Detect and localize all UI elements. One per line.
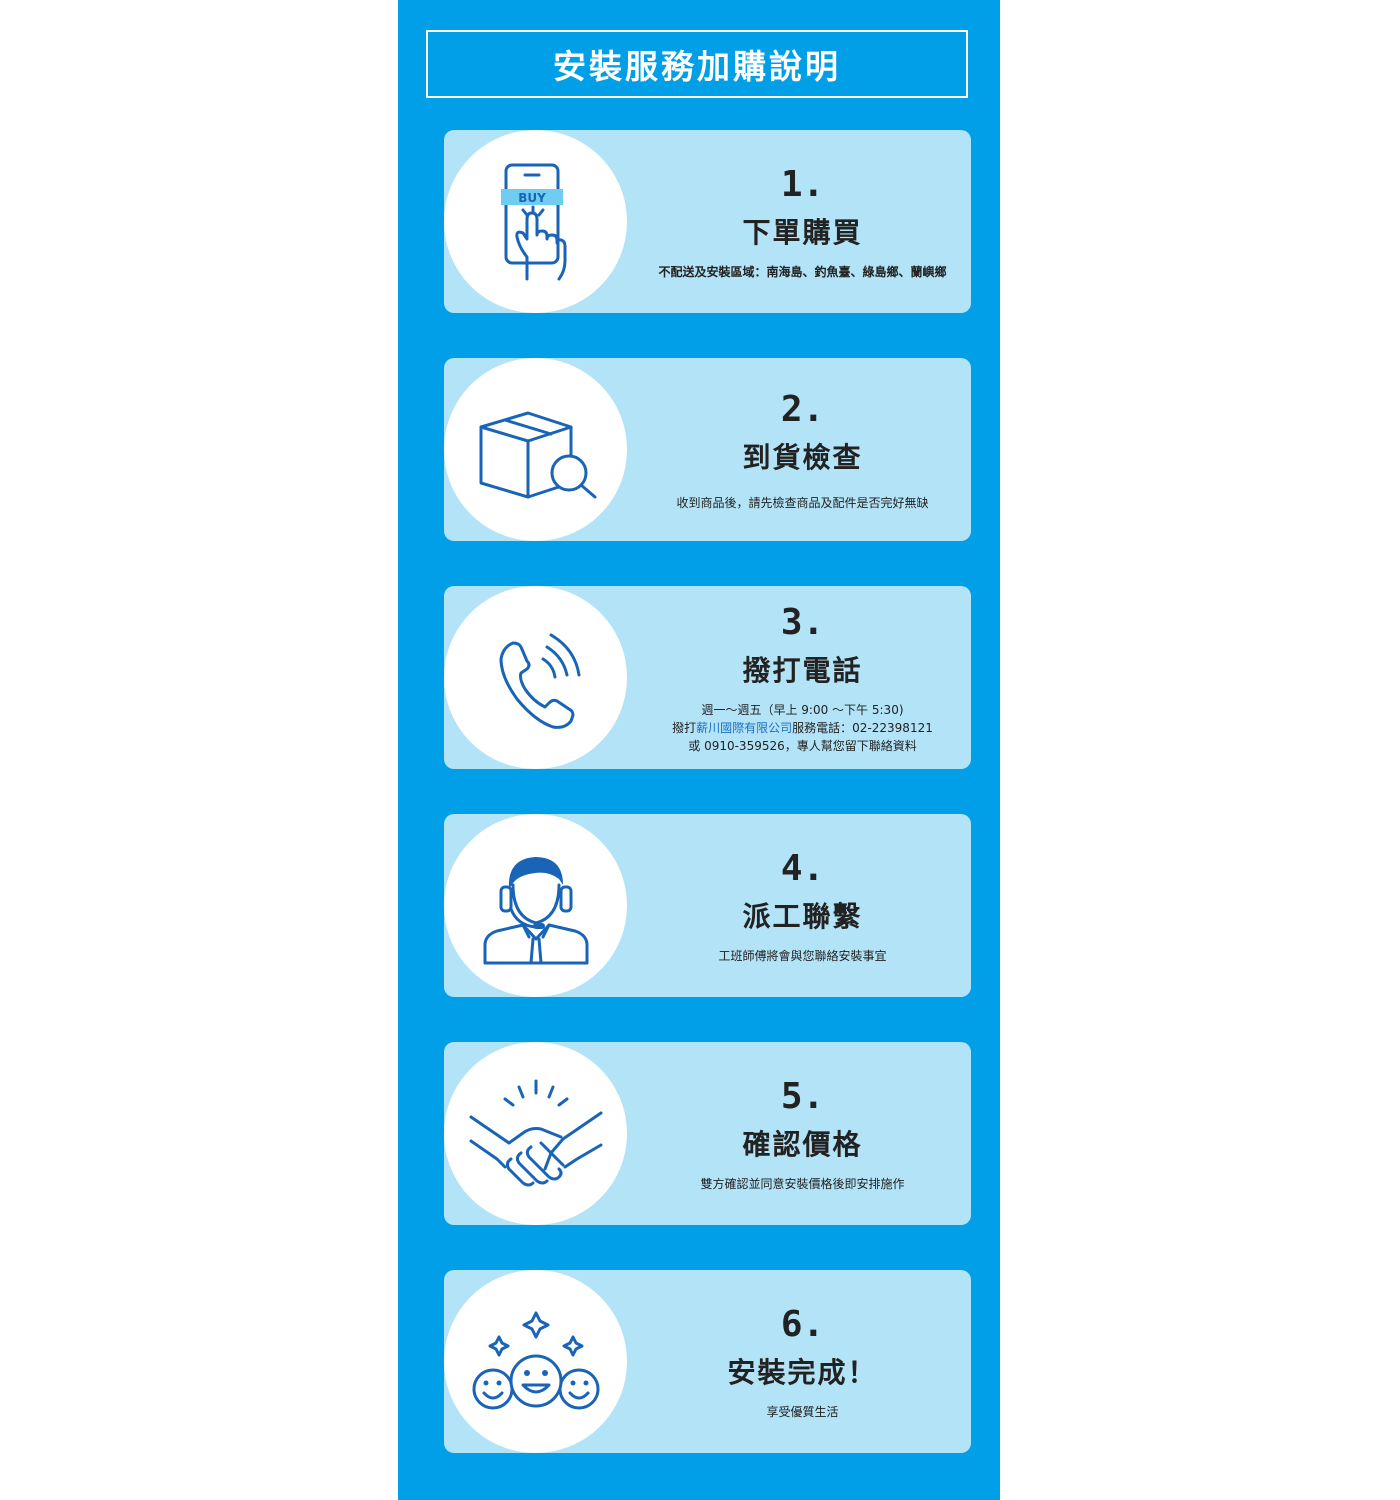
step-number: 4. [780,847,825,889]
step-title: 安裝完成！ [727,1355,878,1389]
step-description: 雙方確認並同意安裝價格後即安排施作 [700,1176,905,1191]
company-name: 薪川國際有限公司 [696,720,793,735]
step-number: 5. [780,1075,825,1117]
step-card-2: 2. 到貨檢查 收到商品後，請先檢查商品及配件是否完好無缺 [444,358,971,541]
step-icon-circle [444,1270,627,1453]
phone-buy-icon: BUY [500,163,566,280]
guide-panel: 安裝服務加購說明 BUY 1. 下單購買 不配送及安裝區域：南海島、釣魚臺、綠島… [398,0,1000,1500]
step-card-3: 3. 撥打電話 週一～週五（早上 9:00 ～下午 5:30) 撥打薪川國際有限… [444,586,971,769]
step-title: 撥打電話 [742,653,863,687]
box-inspect-icon [479,411,596,498]
step-text: 1. 下單購買 不配送及安裝區域：南海島、釣魚臺、綠島鄉、蘭嶼鄉 [634,130,971,313]
step-number: 2. [780,388,825,430]
step-text: 4. 派工聯繫 工班師傅將會與您聯絡安裝事宜 [634,814,971,997]
step-title: 下單購買 [742,215,863,249]
happy-faces-icon [472,1311,599,1409]
step-text: 3. 撥打電話 週一～週五（早上 9:00 ～下午 5:30) 撥打薪川國際有限… [634,586,971,769]
support-agent-icon [483,856,588,964]
step-icon-circle [444,358,627,541]
desc-line-hours: 週一～週五（早上 9:00 ～下午 5:30) [701,702,904,717]
step-icon-circle [444,586,627,769]
phone-call-icon [499,633,580,729]
step-card-1: BUY 1. 下單購買 不配送及安裝區域：南海島、釣魚臺、綠島鄉、蘭嶼鄉 [444,130,971,313]
step-card-6: 6. 安裝完成！ 享受優質生活 [444,1270,971,1453]
step-number: 1. [780,163,825,205]
step-description: 收到商品後，請先檢查商品及配件是否完好無缺 [676,495,929,510]
desc-line-phone: 撥打薪川國際有限公司服務電話：02-22398121 [672,719,933,737]
step-description: 不配送及安裝區域：南海島、釣魚臺、綠島鄉、蘭嶼鄉 [658,264,947,279]
desc-text: 服務電話：02-22398121 [792,720,933,735]
step-icon-circle [444,814,627,997]
step-text: 2. 到貨檢查 收到商品後，請先檢查商品及配件是否完好無缺 [634,358,971,541]
desc-line-mobile: 或 0910-359526，專人幫您留下聯絡資料 [688,738,917,753]
step-title: 派工聯繫 [742,899,863,933]
step-title: 到貨檢查 [742,440,863,474]
step-description: 享受優質生活 [766,1404,839,1419]
handshake-icon [469,1079,602,1186]
step-card-4: 4. 派工聯繫 工班師傅將會與您聯絡安裝事宜 [444,814,971,997]
step-icon-circle: BUY [444,130,627,313]
step-text: 5. 確認價格 雙方確認並同意安裝價格後即安排施作 [634,1042,971,1225]
step-number: 3. [780,601,825,643]
title-banner: 安裝服務加購說明 [426,30,968,98]
step-icon-circle [444,1042,627,1225]
buy-label: BUY [518,191,546,205]
desc-text: 撥打 [672,720,697,735]
step-description: 工班師傅將會與您聯絡安裝事宜 [718,948,887,963]
step-description: 週一～週五（早上 9:00 ～下午 5:30) 撥打薪川國際有限公司服務電話：0… [672,701,933,755]
step-text: 6. 安裝完成！ 享受優質生活 [634,1270,971,1453]
step-title: 確認價格 [742,1127,863,1161]
page-title: 安裝服務加購說明 [553,47,841,86]
step-number: 6. [780,1303,825,1345]
step-card-5: 5. 確認價格 雙方確認並同意安裝價格後即安排施作 [444,1042,971,1225]
